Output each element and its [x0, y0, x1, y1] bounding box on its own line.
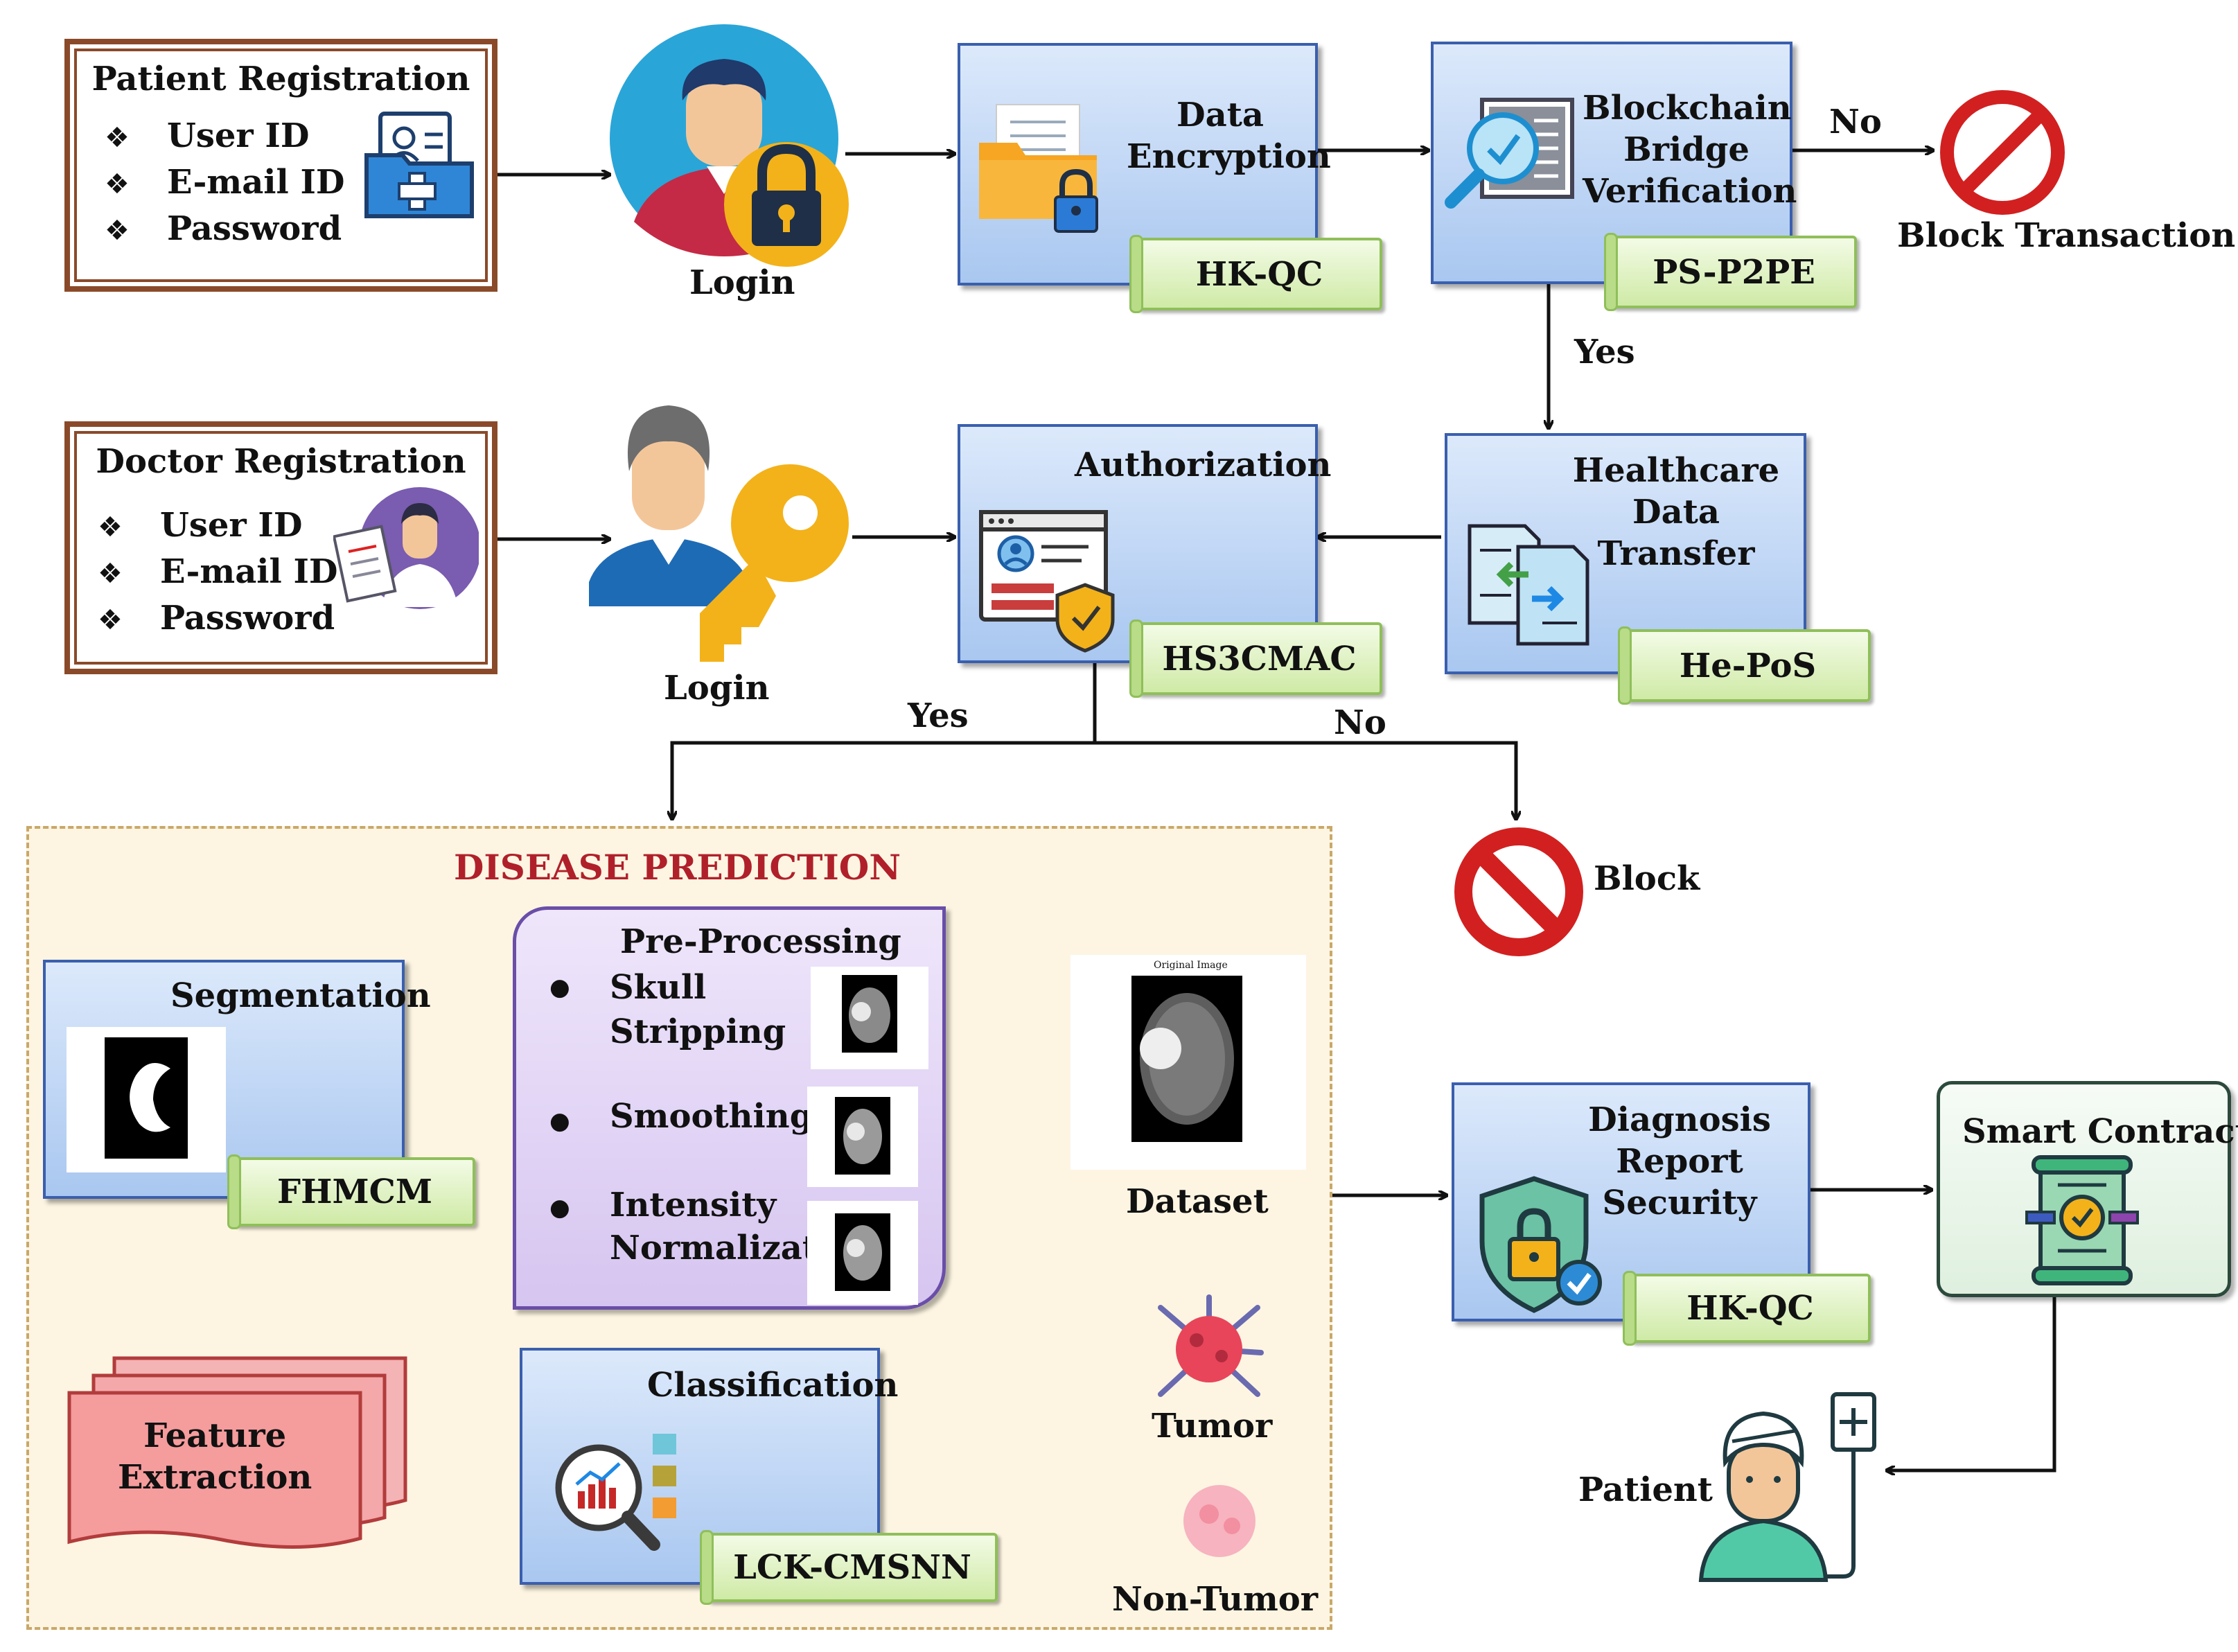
blockchain-bridge-tag: PS-P2PE: [1604, 233, 1857, 311]
patient-icon: [1698, 1392, 1876, 1582]
arrow-authorization-block: [1095, 741, 1516, 819]
diagnosis-report-label: Diagnosis Report Security: [1588, 1100, 1771, 1222]
edge-label-no-mid: No: [1334, 703, 1386, 742]
healthcare-transfer-box: Healthcare Data Transfer: [1445, 433, 1806, 674]
list-item: ❖User ID: [98, 506, 303, 545]
smoothing-mri-thumbnail: [807, 1087, 918, 1187]
healthcare-transfer-tag: He-PoS: [1618, 626, 1871, 705]
preprocessing-item-intensity-clip: Intensity Normalizatio: [610, 1184, 818, 1274]
encrypted-folder-icon: [979, 104, 1098, 233]
segmentation-mask-image: [67, 1027, 226, 1172]
authorization-tag: HS3CMAC: [1129, 620, 1382, 698]
list-item: ❖E-mail ID: [105, 163, 345, 202]
doctor-registration-title: Doctor Registration: [96, 442, 466, 481]
preprocessing-bullet: ●: [549, 1107, 570, 1135]
patient-registration-box: Patient Registration ❖User ID ❖E-mail ID…: [64, 39, 497, 292]
preprocessing-bullet: ●: [549, 1194, 570, 1222]
patient-label: Patient: [1578, 1470, 1713, 1509]
authorization-label: Authorization: [1075, 446, 1332, 484]
doctor-login-icon: [589, 405, 849, 662]
patient-registration-title: Patient Registration: [91, 60, 470, 98]
smart-contract-box: Smart Contract: [1937, 1081, 2238, 1297]
preprocessing-box: Pre-Processing ● Skull Stripping ● Smoot…: [513, 906, 946, 1310]
smart-contract-scroll-icon: [2025, 1155, 2139, 1285]
authorization-id-icon: [979, 510, 1115, 653]
file-transfer-icon: [1468, 524, 1589, 646]
block-transaction-icon: [1940, 90, 2065, 215]
classification-tag: LCK-CMSNN: [700, 1530, 998, 1605]
non-tumor-icon: [1183, 1485, 1255, 1557]
list-item: ❖Password: [105, 209, 342, 248]
diagnosis-report-box: Diagnosis Report Security: [1452, 1082, 1810, 1321]
list-item: ❖Password: [98, 599, 335, 638]
preprocessing-bullet: ●: [549, 974, 570, 1001]
intensity-mri-thumbnail: [807, 1201, 918, 1305]
dataset-image-caption: Original Image: [1154, 960, 1228, 971]
security-shield-lock-icon: [1479, 1176, 1602, 1313]
edge-label-yes-top: Yes: [1574, 333, 1635, 371]
list-item: ❖E-mail ID: [98, 552, 338, 591]
medical-folder-icon: [364, 112, 474, 218]
block-transaction-label: Block Transaction: [1897, 216, 2236, 255]
diagnosis-report-tag: HK-QC: [1623, 1271, 1871, 1346]
non-tumor-label: Non-Tumor: [1112, 1580, 1319, 1619]
feature-extraction-stack: [67, 1356, 407, 1549]
patient-registration-fields: ❖User ID ❖E-mail ID ❖Password: [105, 114, 345, 253]
skull-stripping-mri-thumbnail: [811, 967, 928, 1069]
data-encryption-label: Data Encryption: [1127, 96, 1331, 176]
analytics-magnifier-icon: [555, 1434, 676, 1551]
segmentation-label: Segmentation: [170, 976, 431, 1015]
healthcare-transfer-label: Healthcare Data Transfer: [1572, 451, 1780, 573]
tumor-label: Tumor: [1152, 1407, 1273, 1446]
block-label: Block: [1594, 859, 1700, 898]
doctor-registration-fields: ❖User ID ❖E-mail ID ❖Password: [98, 503, 338, 642]
list-item: ❖User ID: [105, 116, 310, 155]
arrow-smartcontract-patient: [1887, 1297, 2056, 1470]
segmentation-tag: FHMCM: [227, 1154, 475, 1229]
disease-prediction-title: DISEASE PREDICTION: [454, 847, 901, 888]
smart-contract-label: Smart Contract: [1962, 1112, 2238, 1151]
arrow-authorization-branch: [672, 662, 1097, 819]
edge-label-yes-mid: Yes: [908, 696, 969, 735]
blockchain-bridge-label: Blockchain Bridge Verification: [1583, 89, 1797, 211]
data-encryption-tag: HK-QC: [1129, 235, 1382, 313]
verification-search-icon: [1445, 98, 1574, 209]
classification-label: Classification: [647, 1366, 899, 1405]
preprocessing-item-skull-stripping: Skull Stripping: [610, 968, 786, 1051]
doctor-registration-box: Doctor Registration ❖User ID ❖E-mail ID …: [64, 421, 497, 674]
dataset-label: Dataset: [1126, 1182, 1269, 1221]
edge-label-no-top: No: [1829, 103, 1882, 141]
doctor-avatar-icon: [333, 487, 479, 609]
doctor-login-label: Login: [664, 669, 770, 708]
preprocessing-item-intensity-normalization: Intensity Normalizatio: [610, 1186, 818, 1267]
preprocessing-item-smoothing: Smoothing: [610, 1097, 813, 1136]
dataset-mri-image: [1070, 955, 1306, 1170]
tumor-icon: [1158, 1294, 1264, 1397]
patient-login-icon: [610, 24, 849, 267]
patient-login-label: Login: [689, 263, 795, 302]
feature-extraction-label: Feature Extraction: [118, 1416, 312, 1497]
block-icon: [1454, 827, 1583, 956]
preprocessing-title: Pre-Processing: [620, 922, 901, 961]
